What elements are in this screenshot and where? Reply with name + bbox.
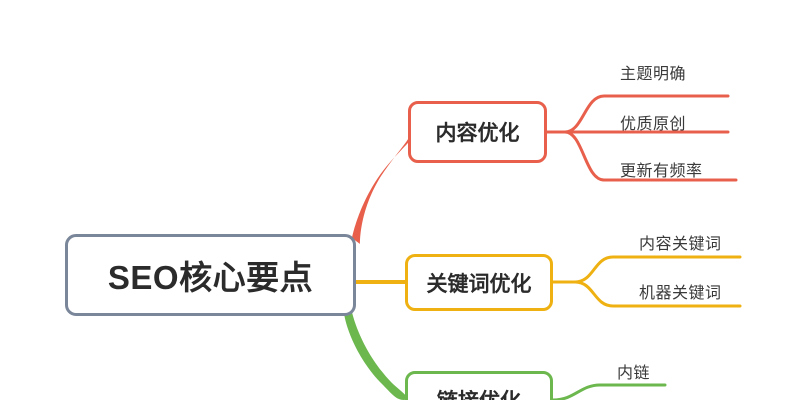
connector-root-to-link	[344, 312, 408, 400]
branch-node-content-label: 内容优化	[435, 122, 520, 145]
root-node[interactable]: SEO核心要点	[65, 234, 356, 316]
root-node-label: SEO核心要点	[107, 259, 314, 296]
branch-node-content[interactable]: 内容优化	[408, 101, 547, 163]
branch-node-link-label: 链接优化	[437, 385, 521, 400]
connector-root-to-content	[352, 133, 414, 244]
leaf-label-link-1[interactable]: 内链	[617, 365, 651, 382]
branch-node-keyword[interactable]: 关键词优化	[405, 254, 553, 311]
leaf-label-keyword-2[interactable]: 机器关键词	[639, 285, 722, 302]
leaf-label-content-1[interactable]: 主题明确	[620, 66, 687, 83]
leaf-label-content-3[interactable]: 更新有频率	[620, 163, 703, 180]
leaf-label-content-2[interactable]: 优质原创	[620, 116, 687, 133]
branch-node-link[interactable]: 链接优化	[405, 371, 553, 400]
connector-link-leaf-1	[551, 383, 667, 400]
leaf-label-keyword-1[interactable]: 内容关键词	[639, 236, 722, 253]
branch-node-keyword-label: 关键词优化	[426, 272, 532, 296]
